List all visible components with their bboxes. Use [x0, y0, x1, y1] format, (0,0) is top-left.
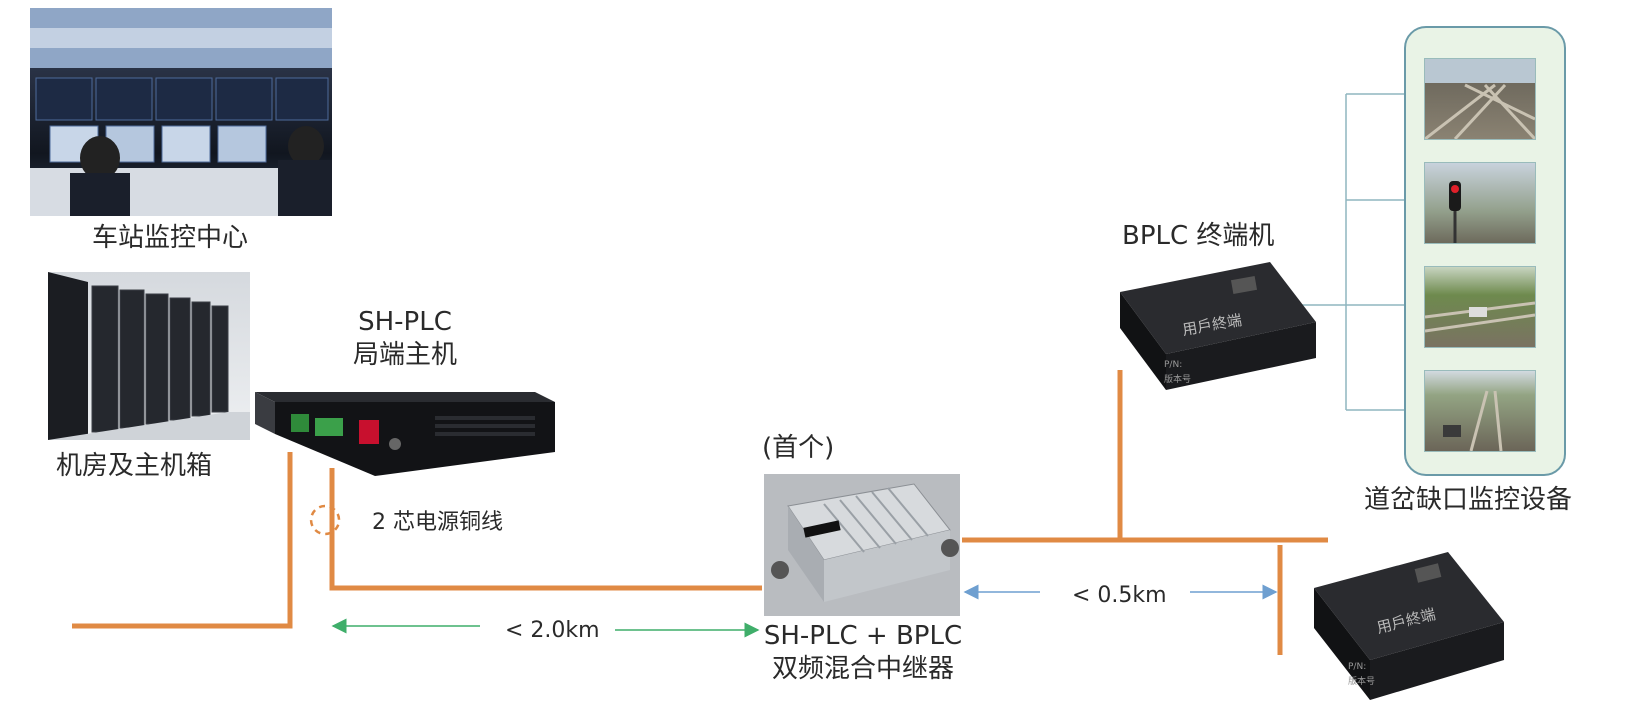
user-terminal-1-pn: P/N:	[1164, 360, 1183, 370]
user-terminal-device-2: 用戶終端 P/N: 版本号	[1314, 552, 1510, 700]
sh-plc-host-title-line1: SH-PLC	[358, 307, 452, 337]
turnout-photo-1	[1424, 58, 1536, 140]
sh-plc-host-device	[255, 392, 555, 484]
server-room-label: 机房及主机箱	[56, 451, 213, 481]
sh-plc-host-title: SH-PLC 局端主机	[340, 306, 470, 371]
cable-label: 2 芯电源铜线	[372, 510, 503, 535]
signal-photo	[1424, 162, 1536, 244]
repeater-title: SH-PLC + BPLC 双频混合中继器	[748, 620, 978, 685]
first-label: (首个)	[762, 433, 835, 463]
user-terminal-1-ver: 版本号	[1164, 375, 1192, 385]
cable-symbol	[309, 504, 341, 536]
server-room-photo	[48, 272, 250, 440]
bplc-terminal-label: BPLC 终端机	[1122, 221, 1275, 251]
repeater-title-line1: SH-PLC + BPLC	[763, 621, 963, 651]
turnout-photo-2	[1424, 266, 1536, 348]
turnout-photo-3	[1424, 370, 1536, 452]
repeater-title-line2: 双频混合中继器	[771, 653, 954, 684]
user-terminal-2-ver: 版本号	[1348, 677, 1376, 687]
user-terminal-2-pn: P/N:	[1348, 662, 1367, 672]
panel-connectors	[1296, 93, 1404, 411]
monitoring-center-photo	[30, 8, 332, 216]
switch-monitor-label: 道岔缺口监控设备	[1364, 485, 1573, 515]
distance-2km-label: < 2.0km	[505, 618, 600, 643]
distance-05km-label: < 0.5km	[1072, 583, 1167, 608]
user-terminal-device-1: 用戶終端 P/N: 版本号	[1120, 262, 1316, 390]
monitoring-center-label: 车站监控中心	[92, 223, 249, 253]
repeater-device-photo	[764, 474, 960, 616]
sh-plc-host-title-line2: 局端主机	[352, 339, 457, 370]
